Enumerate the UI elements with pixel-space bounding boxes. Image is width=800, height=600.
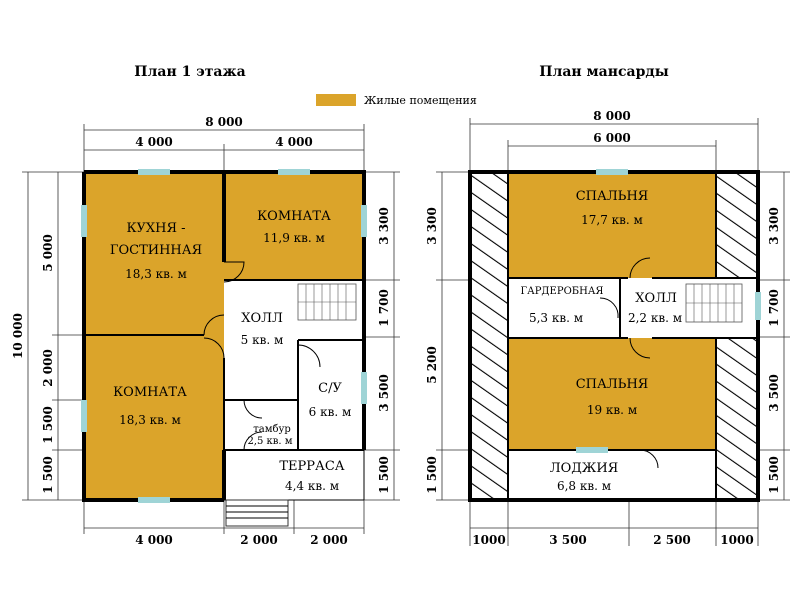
f1-kitchen-area: 18,3 кв. м <box>125 267 187 281</box>
f1-vestibule-area: 2,5 кв. м <box>247 436 292 447</box>
at-dim-h-right-mid: 1 700 <box>767 289 781 327</box>
f1-room-top-label: КОМНАТА <box>257 209 331 224</box>
at-dim-h-left-bot: 1 500 <box>425 456 439 494</box>
at-right-hatch-bottom <box>716 338 758 500</box>
at-dim-h-right-mid2: 3 500 <box>767 374 781 412</box>
at-dim-total-w: 8 000 <box>593 109 631 123</box>
window <box>361 205 367 237</box>
at-dim-b2: 3 500 <box>549 533 587 547</box>
at-dim-h-right-bot: 1 500 <box>767 456 781 494</box>
f1-dim-w-right: 4 000 <box>275 135 313 149</box>
f1-dim-b-right: 2 000 <box>310 533 348 547</box>
at-dim-h-right-top: 3 300 <box>767 207 781 245</box>
at-dim-b3: 2 500 <box>653 533 691 547</box>
f1-room-bottom-area: 18,3 кв. м <box>119 413 181 427</box>
f1-dim-h-right-mid: 1 700 <box>377 289 391 327</box>
window <box>81 205 87 237</box>
window <box>755 292 761 320</box>
f1-dim-h-left-mid: 2 000 <box>41 349 55 387</box>
at-bedroom2-label: СПАЛЬНЯ <box>576 377 649 392</box>
at-right-hatch-top <box>716 172 758 278</box>
at-dim-b4: 1000 <box>720 533 753 547</box>
f1-kitchen-label-2: ГОСТИННАЯ <box>110 243 202 258</box>
window <box>278 169 310 175</box>
f1-dim-total-w: 8 000 <box>205 115 243 129</box>
window <box>138 169 170 175</box>
f1-hall-area: 5 кв. м <box>241 333 284 347</box>
f1-terrace-label: ТЕРРАСА <box>279 459 344 474</box>
attic-title: План мансарды <box>539 64 669 80</box>
at-bedroom1-label: СПАЛЬНЯ <box>576 189 649 204</box>
at-dim-b1: 1000 <box>472 533 505 547</box>
f1-dim-b-left: 4 000 <box>135 533 173 547</box>
f1-dim-h-right-mid2: 3 500 <box>377 374 391 412</box>
window <box>81 400 87 432</box>
at-left-hatch <box>470 172 508 500</box>
f1-kitchen-fill <box>84 172 224 335</box>
at-bedroom2-area: 19 кв. м <box>587 403 637 417</box>
window <box>138 497 170 503</box>
at-loggia-label: ЛОДЖИЯ <box>550 461 619 476</box>
f1-wc-area: 6 кв. м <box>309 405 352 419</box>
window <box>596 169 628 175</box>
f1-vestibule-label: тамбур <box>253 424 291 435</box>
f1-room-top-fill <box>224 172 364 280</box>
f1-wc-label: С/У <box>318 381 342 396</box>
f1-room-bottom-fill <box>84 335 224 500</box>
f1-dim-total-h: 10 000 <box>11 313 25 359</box>
at-wardrobe-area: 5,3 кв. м <box>529 311 583 325</box>
legend-label: Жилые помещения <box>364 94 477 107</box>
f1-terrace-area: 4,4 кв. м <box>285 479 339 493</box>
f1-dim-h-left-bot: 1 500 <box>41 456 55 494</box>
f1-dim-h-left-mid2: 1 500 <box>41 406 55 444</box>
window <box>361 372 367 404</box>
f1-dim-h-right-bot: 1 500 <box>377 456 391 494</box>
f1-room-top-area: 11,9 кв. м <box>263 231 325 245</box>
at-loggia-area: 6,8 кв. м <box>557 479 611 493</box>
f1-dim-h-right-top: 3 300 <box>377 207 391 245</box>
at-hall-area: 2,2 кв. м <box>628 311 682 325</box>
at-hall-label: ХОЛЛ <box>635 291 677 306</box>
f1-kitchen-label-1: КУХНЯ - <box>126 221 185 236</box>
floor1-plan: 8 000 4 000 4 000 10 000 5 000 2 000 1 5… <box>11 115 400 547</box>
window <box>576 447 608 453</box>
at-bedroom1-fill <box>508 172 716 278</box>
at-dim-h-left-mid: 5 200 <box>425 346 439 384</box>
at-dim-inner-w: 6 000 <box>593 131 631 145</box>
f1-room-bottom-label: КОМНАТА <box>113 385 187 400</box>
legend-swatch <box>316 94 356 106</box>
f1-hall-label: ХОЛЛ <box>241 311 283 326</box>
f1-dim-w-left: 4 000 <box>135 135 173 149</box>
at-wardrobe-label: ГАРДЕРОБНАЯ <box>521 286 604 297</box>
attic-plan: 8 000 6 000 3 300 5 200 1 500 3 300 1 70… <box>425 109 790 547</box>
floor1-title: План 1 этажа <box>134 64 245 80</box>
f1-dim-b-mid: 2 000 <box>240 533 278 547</box>
at-dim-h-left-top: 3 300 <box>425 207 439 245</box>
f1-dim-h-left-top: 5 000 <box>41 234 55 272</box>
at-bedroom1-area: 17,7 кв. м <box>581 213 643 227</box>
at-bedroom2-fill <box>508 338 716 450</box>
